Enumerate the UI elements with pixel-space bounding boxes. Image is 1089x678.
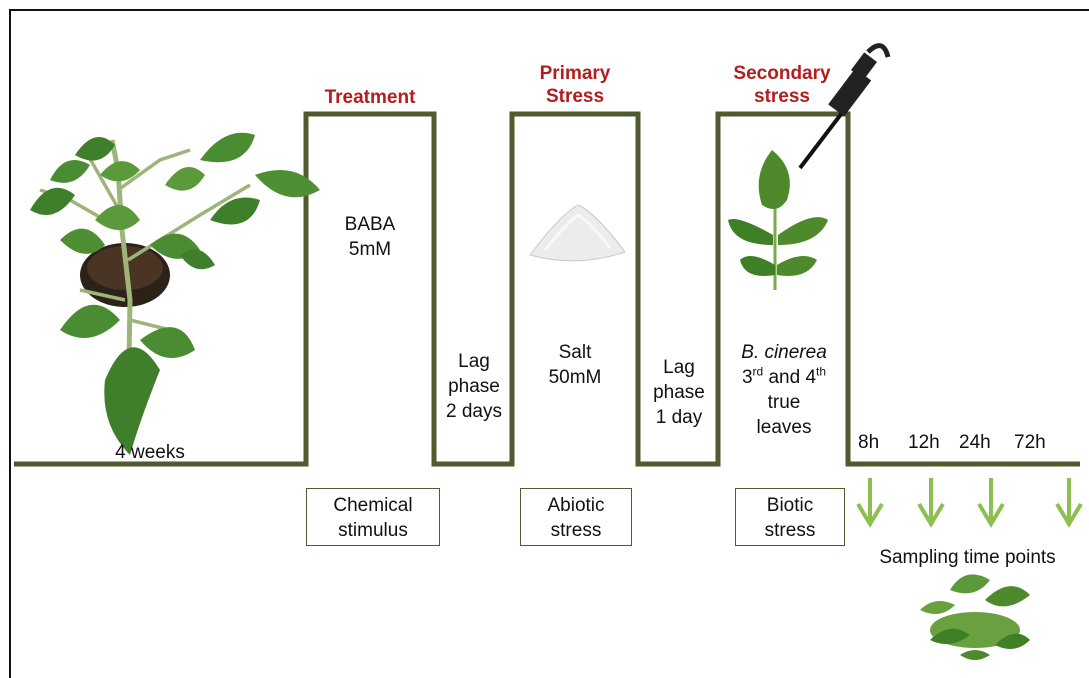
lag1-line3: 2 days: [436, 399, 512, 424]
secondary-line4: leaves: [720, 415, 848, 440]
pathogen-name: B. cinerea: [720, 340, 848, 365]
tomato-plant-icon: [30, 133, 320, 455]
lag1-line1: Lag: [436, 349, 512, 374]
primary-agent-name: Salt: [512, 340, 638, 365]
secondary-stress-agent: B. cinerea 3rd and 4th true leaves: [720, 340, 848, 440]
leaf-and-text: and 4: [763, 367, 816, 388]
category-abiotic-line2: stress: [521, 518, 631, 543]
sampling-time-24h: 24h: [959, 432, 991, 454]
sampling-time-72h: 72h: [1014, 432, 1046, 454]
timeline-line: [14, 114, 1080, 464]
primary-title-line2: Stress: [512, 85, 638, 108]
lag2-line1: Lag: [640, 355, 718, 380]
lag2-line2: phase: [640, 380, 718, 405]
primary-stress-title: Primary Stress: [512, 62, 638, 108]
primary-title-line1: Primary: [512, 62, 638, 85]
category-biotic-line1: Biotic: [736, 493, 844, 518]
leaf-a-suffix: rd: [753, 365, 764, 379]
lag2-line3: 1 day: [640, 405, 718, 430]
category-box-biotic: Biotic stress: [735, 488, 845, 546]
secondary-stress-title: Secondary stress: [716, 62, 848, 108]
category-biotic-line2: stress: [736, 518, 844, 543]
lag1-line2: phase: [436, 374, 512, 399]
category-box-abiotic: Abiotic stress: [520, 488, 632, 546]
treatment-agent-name: BABA: [306, 212, 434, 237]
lag-phase-2: Lag phase 1 day: [640, 355, 718, 430]
secondary-title-line2: stress: [716, 85, 848, 108]
lag-phase-1: Lag phase 2 days: [436, 349, 512, 424]
salt-pile-icon: [530, 205, 625, 261]
sampling-time-8h: 8h: [858, 432, 879, 454]
treatment-agent-dose: 5mM: [306, 237, 434, 262]
leaf-a-number: 3: [742, 367, 753, 388]
secondary-title-line1: Secondary: [716, 62, 848, 85]
category-abiotic-line1: Abiotic: [521, 493, 631, 518]
category-chemical-line1: Chemical: [307, 493, 439, 518]
category-chemical-line2: stimulus: [307, 518, 439, 543]
down-arrow-icon: [919, 478, 943, 524]
sampling-label: Sampling time points: [860, 545, 1075, 570]
leaf-b-suffix: th: [816, 365, 826, 379]
secondary-line3: true: [720, 390, 848, 415]
leaf-position: 3rd and 4th: [720, 365, 848, 390]
primary-stress-agent: Salt 50mM: [512, 340, 638, 390]
primary-agent-dose: 50mM: [512, 365, 638, 390]
sampling-time-12h: 12h: [908, 432, 940, 454]
treatment-agent: BABA 5mM: [306, 212, 434, 262]
treatment-title: Treatment: [306, 86, 434, 109]
down-arrow-icon: [1057, 478, 1081, 524]
leaf-cluster-icon: [920, 574, 1030, 660]
tomato-leaf-icon: [728, 150, 828, 290]
down-arrow-icon: [858, 478, 882, 524]
down-arrow-icon: [979, 478, 1003, 524]
plant-age-label: 4 weeks: [100, 440, 200, 465]
category-box-chemical: Chemical stimulus: [306, 488, 440, 546]
